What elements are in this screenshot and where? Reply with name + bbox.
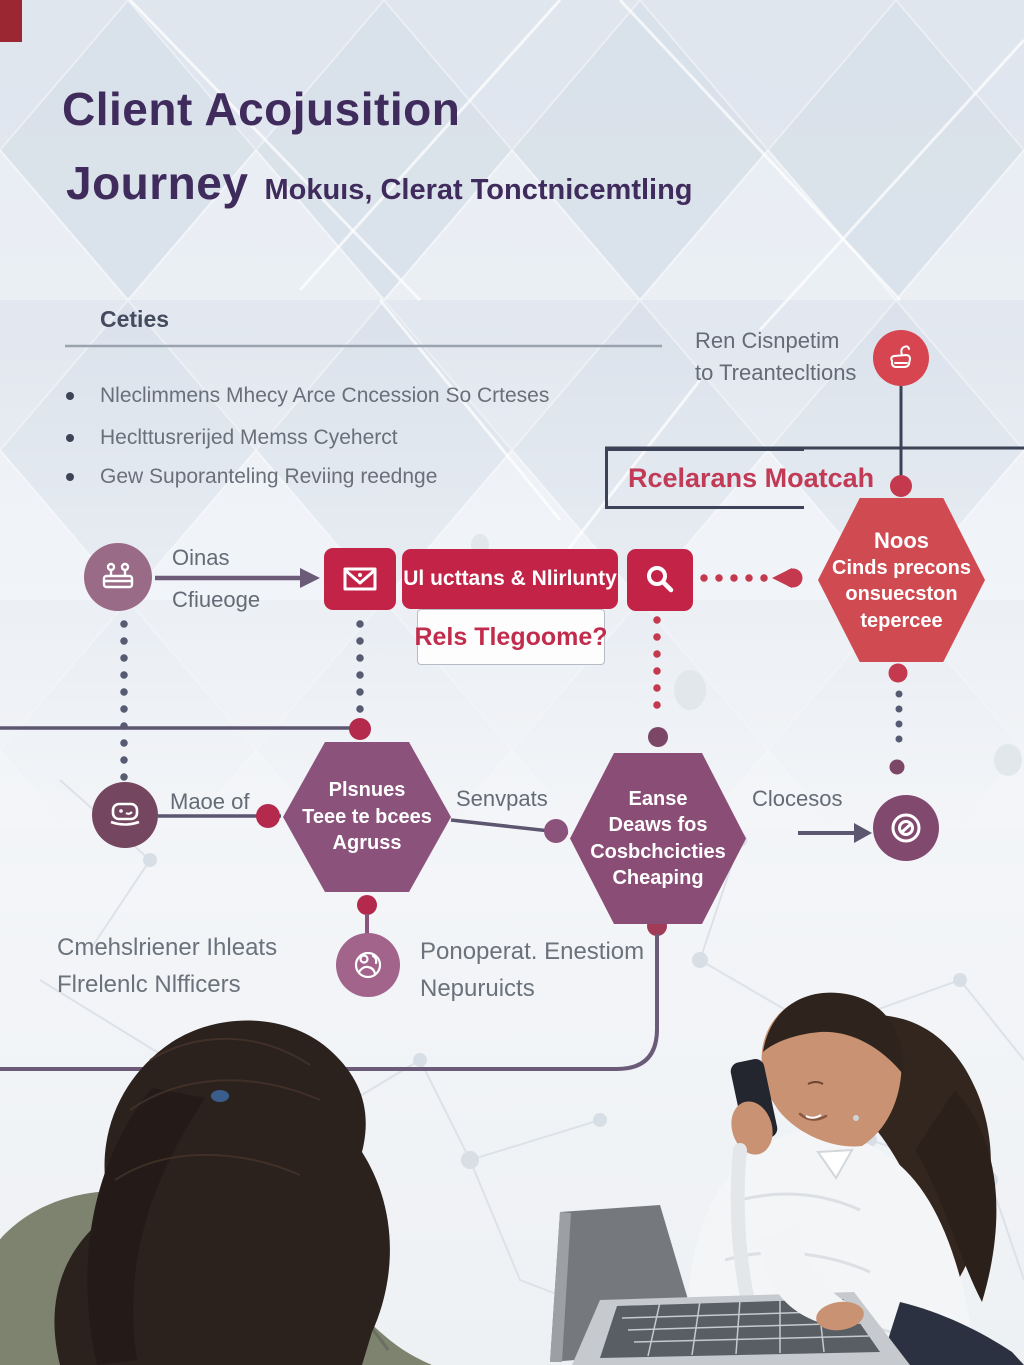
actions-bar-label: Ul ucttans & Nlirlunty	[403, 567, 617, 590]
page-title-line2: Journey	[66, 157, 249, 209]
hex2-line1: Eanse	[628, 787, 688, 810]
hex2-line2: Deaws fos	[608, 814, 708, 837]
chat-node	[92, 782, 158, 848]
corner-red-fragment	[0, 0, 22, 42]
hex-red-line3: onsuecston	[845, 583, 958, 606]
mail-node	[324, 548, 396, 610]
referral-node	[873, 330, 929, 386]
footer-left-line1: Cmehslriener Ihleats	[57, 934, 278, 961]
ceties-bullet-3: Gew Suporanteling Reviing reednge	[100, 465, 438, 488]
ceties-bullet-2: Heclttusrerijed Memss Cyeherct	[100, 426, 398, 449]
footer-left-line2: Flrelenlc Nlfficers	[57, 971, 241, 998]
page-title-line1: Client Acojusition	[62, 83, 461, 135]
bullet-dot	[66, 434, 74, 442]
bullet-dot	[66, 392, 74, 400]
page-subtitle: Mokuıs, Clerat Tonctnicemtling	[264, 174, 693, 206]
hexagon-node-1: Plsnues Teee te bcees Agruss	[283, 742, 451, 892]
chat-icon	[110, 802, 140, 826]
ceties-heading: Ceties	[100, 306, 170, 332]
hex1-line2: Teee te bcees	[302, 805, 432, 828]
start-label-bottom: Cfiueoge	[172, 587, 261, 612]
target-icon	[891, 813, 921, 843]
mail-icon	[343, 567, 377, 591]
headset-node	[336, 933, 400, 997]
referral-label-line2: to Treantecltions	[695, 360, 857, 385]
photo-businesswomen	[0, 992, 1024, 1365]
hex-red-line2: Cinds precons	[832, 556, 971, 579]
search-icon	[647, 566, 674, 593]
ceties-bullet-1: Nleclimmens Mhecy Arce Cncession So Crte…	[100, 384, 550, 407]
search-node	[627, 549, 693, 611]
phone-hand-icon	[890, 345, 912, 368]
hex1-line3: Agruss	[332, 832, 402, 855]
earring	[853, 1115, 859, 1121]
target-node	[873, 795, 939, 861]
photo-right-woman	[550, 992, 1024, 1365]
hex-red-line1: Noos	[874, 527, 929, 553]
footer-right-line2: Nepuruicts	[420, 975, 535, 1002]
row2-label-end: Clocesos	[752, 786, 843, 811]
hex1-line1: Plsnues	[328, 779, 406, 802]
footer-right-line1: Ponoperat. Enestiom	[420, 938, 645, 965]
row2-label-mid: Senvpats	[456, 786, 548, 811]
referral-match-label: Rcelarans Moatcah	[628, 463, 875, 493]
hex-red-line4: tepercee	[860, 609, 943, 632]
row2-label-start: Maoe of	[170, 789, 250, 814]
note-box: Rels Tlegoome?	[414, 609, 608, 665]
hair-tie	[211, 1090, 229, 1102]
hex2-line4: Cheaping	[612, 866, 704, 889]
start-label-top: Oinas	[172, 545, 230, 570]
meeting-icon	[102, 562, 134, 589]
start-node	[84, 543, 152, 611]
referral-label-line1: Ren Cisnpetim	[695, 328, 840, 353]
bullet-dot	[66, 473, 74, 481]
hex2-line3: Cosbchcicties	[590, 840, 726, 863]
note-label: Rels Tlegoome?	[414, 622, 608, 651]
headset-icon	[354, 951, 382, 979]
referral-match-box: Rcelarans Moatcah	[605, 448, 874, 509]
actions-bar: Ul ucttans & Nlirlunty	[402, 549, 618, 609]
photo-left-woman	[0, 1020, 432, 1365]
